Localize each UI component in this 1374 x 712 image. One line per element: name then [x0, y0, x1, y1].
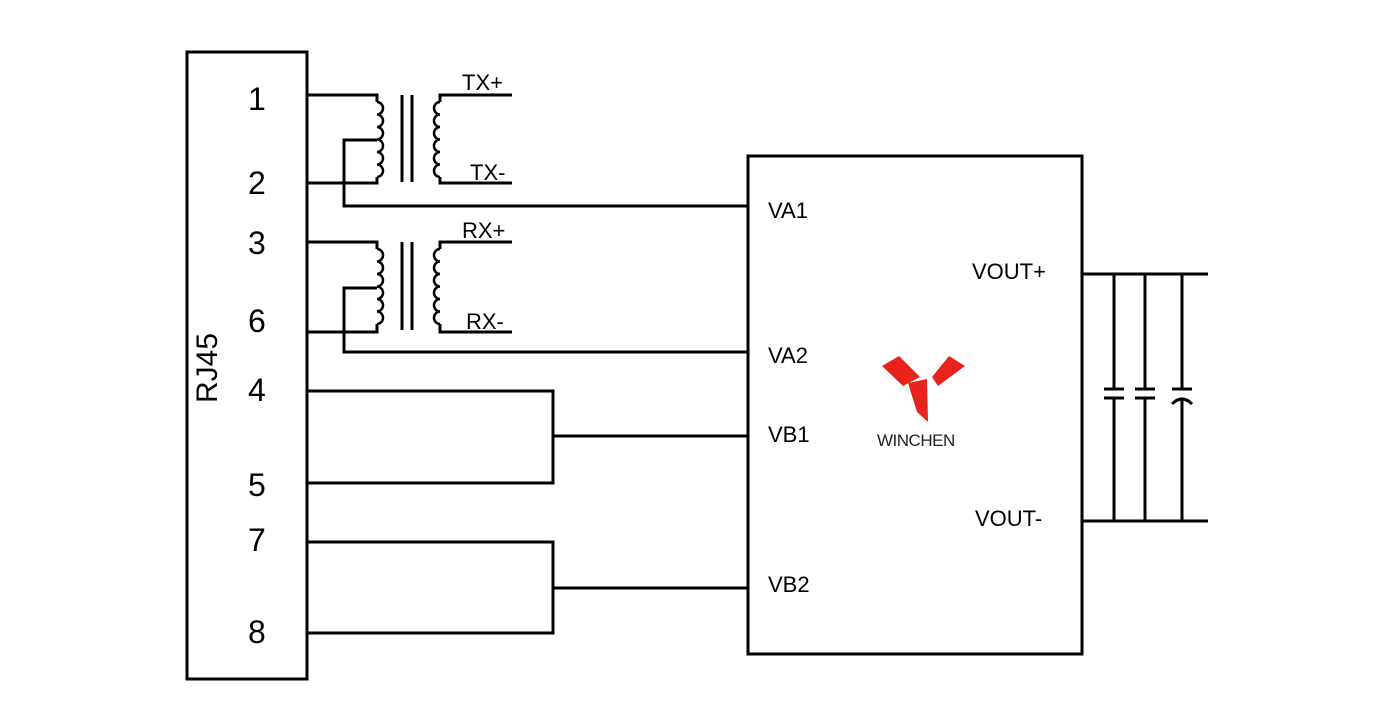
pair-7-8-wiring [307, 540, 748, 635]
rx-transformer [307, 240, 748, 354]
pin-6-label: 6 [248, 303, 266, 339]
pin-5-label: 5 [248, 467, 266, 503]
output-filter [1082, 272, 1208, 523]
rj45-label: RJ45 [191, 333, 224, 403]
logo-mark-bottom [908, 379, 928, 422]
tx-transformer [307, 93, 748, 208]
logo-mark-right [932, 356, 965, 386]
rj45-connector [185, 50, 309, 681]
vb2-label: VB2 [768, 572, 810, 597]
rx-minus-label: RX- [466, 309, 504, 334]
pair-4-5-wiring [307, 389, 748, 485]
tx-plus-label: TX+ [462, 70, 503, 95]
winchen-logo: WINCHEN [877, 356, 965, 450]
pin-2-label: 2 [248, 165, 266, 201]
vout-minus-label: VOUT- [975, 506, 1042, 531]
capacitor-2 [1135, 274, 1155, 521]
rx-plus-label: RX+ [462, 218, 505, 243]
pin-1-label: 1 [248, 81, 266, 117]
capacitor-1 [1104, 274, 1124, 521]
va2-label: VA2 [768, 343, 808, 368]
pin-3-label: 3 [248, 225, 266, 261]
vb1-label: VB1 [768, 422, 810, 447]
pin-4-label: 4 [248, 372, 266, 408]
va1-label: VA1 [768, 198, 808, 223]
pin-7-label: 7 [248, 522, 266, 558]
logo-mark-left [882, 356, 920, 386]
tx-minus-label: TX- [470, 160, 505, 185]
vout-plus-label: VOUT+ [972, 259, 1046, 284]
pin-8-label: 8 [248, 614, 266, 650]
capacitor-3-electrolytic [1170, 274, 1194, 521]
logo-text: WINCHEN [877, 431, 955, 450]
